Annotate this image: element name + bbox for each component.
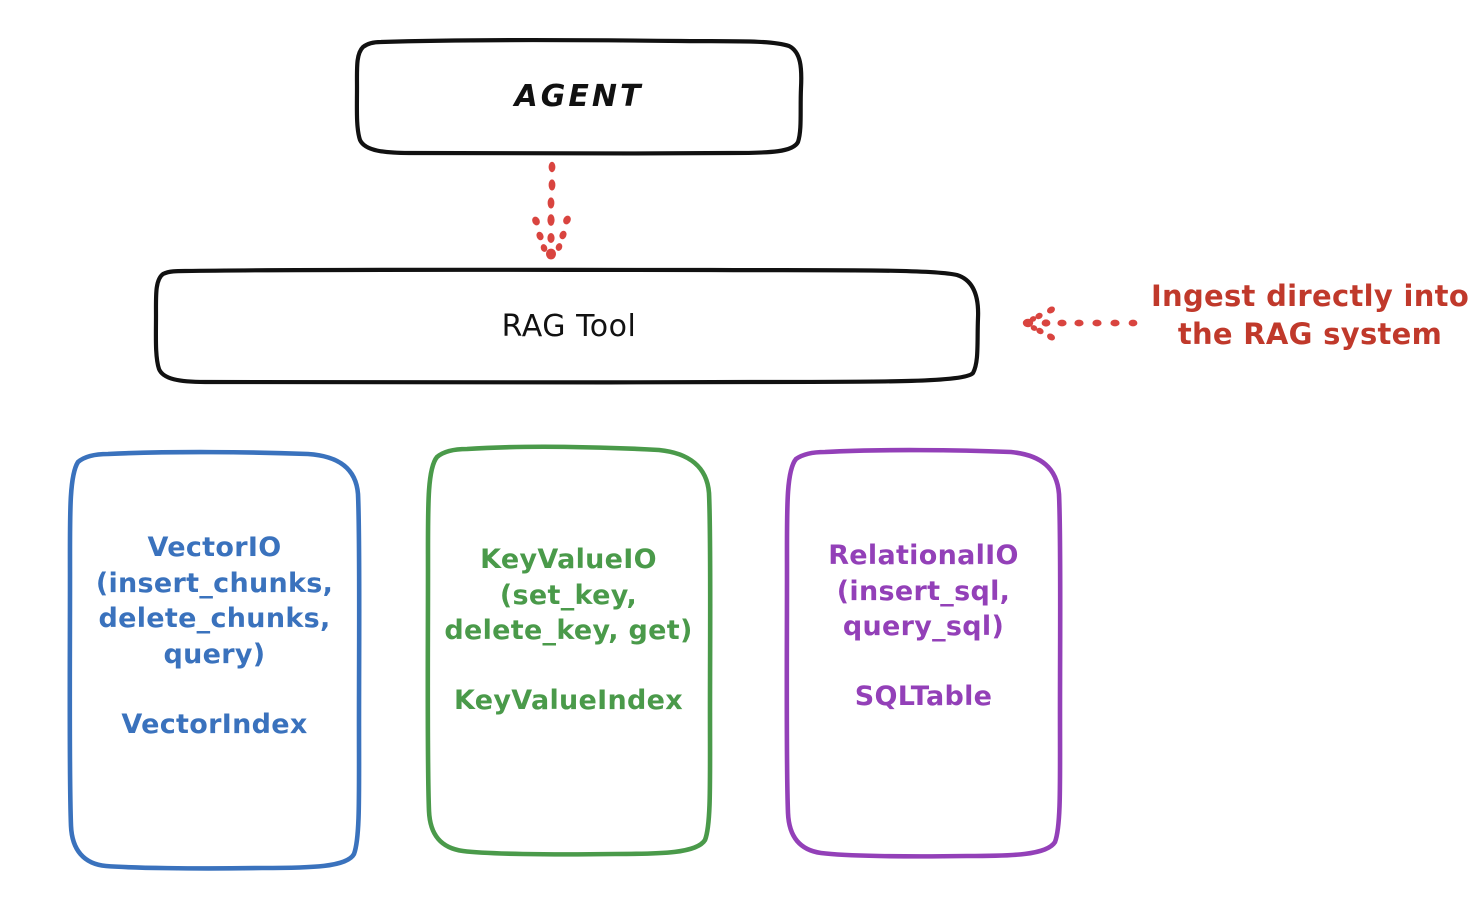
relational-io-index-label: SQLTable (854, 680, 993, 712)
vector-io-api-label: VectorIO (insert_chunks, delete_chunks, … (95, 532, 334, 670)
key-value-io-node-outline (425, 444, 713, 857)
vector-io-index-label: VectorIndex (121, 708, 308, 740)
rag-tool-label: RAG Tool (501, 308, 637, 344)
relational-io-node[interactable]: RelationalIO (insert_sql, query_sql) SQLT… (784, 447, 1063, 859)
key-value-io-api-label: KeyValueIO (set_key, delete_key, get) (444, 544, 693, 647)
vector-io-node-outline (67, 449, 362, 871)
relational-io-spacer (828, 645, 1019, 679)
agent-label: AGENT (514, 79, 644, 115)
rag-tool-node[interactable]: RAG Tool (153, 267, 981, 385)
relational-io-node-outline (784, 447, 1063, 859)
ingest-annotation-text: Ingest directly into the RAG system (1150, 279, 1470, 351)
key-value-io-label: KeyValueIO (set_key, delete_key, get) Key… (444, 542, 692, 719)
vector-io-spacer (96, 673, 333, 707)
key-value-io-node[interactable]: KeyValueIO (set_key, delete_key, get) Key… (425, 444, 713, 857)
rag-tool-node-outline (153, 267, 981, 385)
vector-io-label: VectorIO (insert_chunks, delete_chunks, … (96, 530, 333, 742)
key-value-io-index-label: KeyValueIndex (453, 684, 683, 716)
agent-node[interactable]: AGENT (354, 37, 804, 156)
agent-to-rag-tool-arrow (532, 161, 571, 260)
ingest-to-rag-tool-arrow (1022, 306, 1138, 341)
relational-io-api-label: RelationalIO (insert_sql, query_sql) (828, 540, 1019, 643)
agent-node-outline (354, 37, 804, 156)
key-value-io-spacer (444, 649, 692, 683)
vector-io-node[interactable]: VectorIO (insert_chunks, delete_chunks, … (67, 449, 362, 871)
relational-io-label: RelationalIO (insert_sql, query_sql) SQLT… (828, 538, 1019, 715)
